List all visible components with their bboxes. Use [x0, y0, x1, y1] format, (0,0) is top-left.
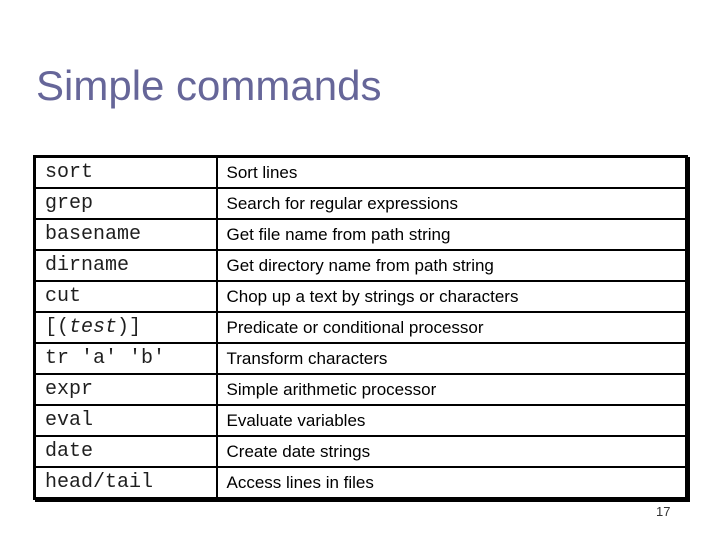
- description-cell: Get directory name from path string: [215, 249, 688, 282]
- table-row: cut Chop up a text by strings or charact…: [33, 280, 688, 313]
- description-cell: Sort lines: [215, 155, 688, 189]
- description-cell: Get file name from path string: [215, 218, 688, 251]
- table-row: [(test)] Predicate or conditional proces…: [33, 311, 688, 344]
- command-italic-text: test: [69, 316, 118, 339]
- table-row: head/tail Access lines in files: [33, 466, 688, 500]
- description-cell: Evaluate variables: [215, 404, 688, 437]
- page-number: 17: [656, 504, 671, 519]
- table-row: grep Search for regular expressions: [33, 187, 688, 220]
- command-text: [(: [45, 316, 70, 339]
- table-row: sort Sort lines: [33, 155, 688, 189]
- command-text: )]: [117, 316, 142, 339]
- command-cell: dirname: [33, 249, 218, 282]
- slide-title: Simple commands: [36, 62, 382, 109]
- description-cell: Chop up a text by strings or characters: [215, 280, 688, 313]
- command-cell: tr 'a' 'b': [33, 342, 218, 375]
- table-row: eval Evaluate variables: [33, 404, 688, 437]
- command-cell: cut: [33, 280, 218, 313]
- table-row: tr 'a' 'b' Transform characters: [33, 342, 688, 375]
- command-cell: head/tail: [33, 466, 218, 500]
- commands-table: sort Sort lines grep Search for regular …: [33, 155, 688, 500]
- command-cell: basename: [33, 218, 218, 251]
- description-cell: Access lines in files: [215, 466, 688, 500]
- description-cell: Predicate or conditional processor: [215, 311, 688, 344]
- command-cell: eval: [33, 404, 218, 437]
- table-row: dirname Get directory name from path str…: [33, 249, 688, 282]
- description-cell: Transform characters: [215, 342, 688, 375]
- command-cell: grep: [33, 187, 218, 220]
- table-row: expr Simple arithmetic processor: [33, 373, 688, 406]
- description-cell: Create date strings: [215, 435, 688, 468]
- description-cell: Search for regular expressions: [215, 187, 688, 220]
- table-row: basename Get file name from path string: [33, 218, 688, 251]
- command-cell: date: [33, 435, 218, 468]
- command-cell: expr: [33, 373, 218, 406]
- table-row: date Create date strings: [33, 435, 688, 468]
- command-cell: [(test)]: [33, 311, 218, 344]
- command-cell: sort: [33, 155, 218, 189]
- description-cell: Simple arithmetic processor: [215, 373, 688, 406]
